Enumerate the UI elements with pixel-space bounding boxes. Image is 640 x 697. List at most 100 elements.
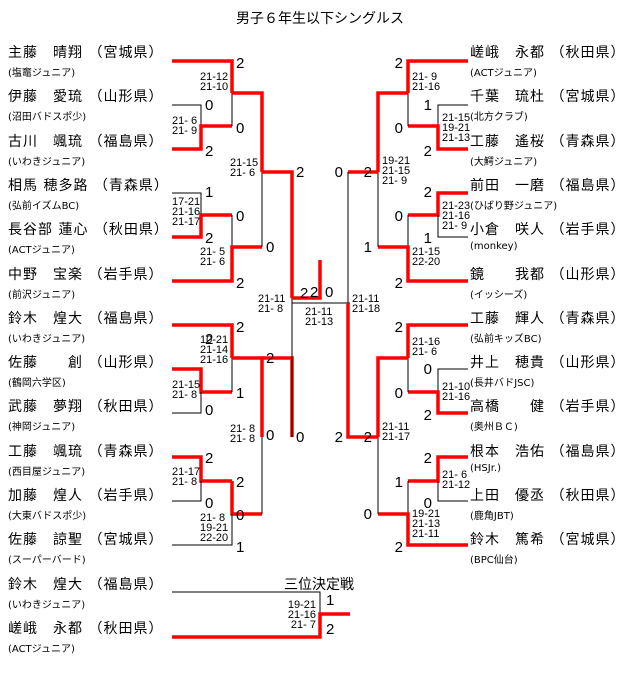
player-club: (HSJr.) (470, 462, 501, 474)
game-score: 0 (266, 239, 274, 256)
right-player-4: 前田 一磨 （福島県）(ひばり野ジュニア) (470, 175, 625, 212)
game-score: 1 (424, 97, 432, 114)
match-score: 21-16 (172, 206, 200, 218)
left-player-12: 佐藤 諒聖 （宮城県）(スーパーバード) (8, 529, 163, 566)
match-score: 21-10 (442, 381, 470, 393)
left-player-11: 加藤 煌人 （岩手県）(大東バドスポ少) (8, 485, 163, 522)
game-score: 2 (300, 285, 308, 302)
player-name: 小倉 咲人 （岩手県） (470, 222, 626, 239)
game-score: 0 (236, 120, 244, 137)
player-name: 伊藤 愛琉 （山形県） (8, 89, 164, 106)
match-score: 21-11 (382, 421, 409, 433)
match-score: 21-17 (382, 431, 410, 443)
match-score: 21- 5 (200, 246, 225, 258)
match-score: 19-21 (382, 155, 410, 167)
right-player-9: 高橋 健 （岩手県）(奥州ＢＣ) (470, 396, 625, 433)
game-score: 2 (424, 143, 432, 160)
winner-path (172, 455, 232, 483)
player-club: (いわきジュニア) (8, 600, 86, 611)
left-player-3: 古川 颯琉 （福島県）(いわきジュニア) (8, 131, 163, 168)
match-score: 21-16 (288, 609, 316, 621)
match-score: 17-21 (172, 196, 200, 208)
loser-path (172, 481, 202, 502)
winner-path (172, 59, 234, 93)
match-score: 21- 6 (442, 469, 467, 481)
right-player-10: 根本 浩佑 （福島県）(HSJr.) (470, 441, 625, 474)
loser-path (172, 392, 202, 414)
player-club: (弘前イズムBC) (8, 200, 80, 212)
player-club: (弘前キッズBC) (470, 333, 542, 345)
winner-path (376, 356, 408, 437)
match-score: 21- 8 (258, 303, 283, 315)
match-score: 21-15 (382, 165, 410, 177)
game-score: 0 (395, 120, 403, 137)
player-name: 相馬 穂多路 （青森県） (8, 177, 169, 194)
player-club: (ACTジュニア) (8, 245, 75, 257)
player-club: (塩竈ジュニア) (8, 68, 76, 79)
right-player-5: 小倉 咲人 （岩手県）(monkey) (470, 219, 625, 252)
left-player-1: 主藤 晴翔 （宮城県）(塩竈ジュニア) (8, 42, 163, 79)
game-score: 1 (205, 184, 213, 201)
game-score: 2 (205, 450, 213, 467)
loser-path (172, 104, 202, 126)
loser-path (172, 514, 233, 546)
right-player-7: 工藤 輝人 （青森県） (弘前キッズBC) (470, 308, 625, 345)
winner-path (378, 245, 468, 283)
match-score: 21-13 (412, 518, 440, 530)
match-score: 21- 9 (412, 71, 437, 83)
winner-path (408, 191, 468, 217)
player-club: (前沢ジュニア) (8, 289, 76, 301)
player-name: 鈴木 篤希 （宮城県） (470, 532, 626, 549)
player-club: (BPC仙台) (470, 555, 518, 567)
game-score: 0 (424, 361, 432, 378)
left-player-10: 工藤 颯琉 （青森県）(西目屋ジュニア) (8, 441, 163, 478)
match-score: 21-17 (172, 216, 200, 228)
right-player-8: 井上 穂貴 （山形県）(長井バドJSC) (470, 352, 625, 389)
match-score: 21-15 (172, 379, 200, 391)
match-score: 21-16 (442, 391, 470, 403)
left-player-8: 佐藤 創 （山形県）(鶴岡六学区) (8, 352, 163, 389)
game-score: 2 (395, 539, 403, 556)
player-name: 中野 宝楽 （岩手県） (8, 266, 164, 283)
game-score: 2 (205, 230, 213, 247)
right-player-2: 千葉 琉杜 （宮城県）(北方クラブ) (470, 86, 625, 123)
game-score: 1 (236, 539, 244, 556)
game-score: 2 (266, 350, 274, 367)
winner-path (172, 323, 234, 358)
left-player-6: 中野 宝楽 （岩手県） (前沢ジュニア) (8, 264, 163, 301)
player-club: (神岡ジュニア) (8, 422, 76, 434)
player-club: (いわきジュニア) (8, 156, 86, 168)
match-score: 21-15 (412, 246, 440, 258)
match-score: 21-16 (412, 81, 440, 93)
match-score: 21- 6 (172, 115, 197, 127)
match-score: 21-14 (200, 344, 228, 356)
final-match-score: 21-13 (305, 316, 333, 328)
game-score: 0 (296, 429, 304, 446)
final-score-right: 0 (325, 284, 333, 301)
match-score: 21- 6 (200, 256, 225, 268)
player-name: 高橋 健 （岩手県） (470, 399, 626, 416)
player-name: 井上 穂貴 （山形県） (470, 355, 626, 372)
player-name: 鏡 我都 （山形県） (470, 266, 626, 283)
game-score: 1 (395, 474, 403, 491)
game-score: 0 (236, 507, 244, 524)
game-score: 2 (205, 143, 213, 160)
match-score: 21-17 (172, 466, 200, 478)
left-player-5: 長谷部 蓮心 （秋田県）(ACTジュニア) (8, 219, 169, 256)
match-score: 19-21 (288, 599, 316, 611)
game-score: 1 (236, 385, 244, 402)
game-score: 2 (236, 319, 244, 336)
match-score: 21-12 (200, 71, 228, 83)
match-score: 21-23 (442, 200, 470, 212)
match-score: 10-21 (200, 334, 228, 346)
player-name: 嵯峨 永都 （秋田県） (470, 45, 626, 61)
winner-path (292, 260, 322, 300)
game-score: 0 (205, 97, 213, 114)
third-place-player-1: 鈴木 煌大 （福島県）(いわきジュニア) (8, 574, 163, 611)
player-club: (いわきジュニア) (8, 333, 86, 345)
player-name: 工藤 輝人 （青森県） (470, 310, 626, 327)
game-score: 2 (424, 450, 432, 467)
final-score-left: 2 (310, 284, 318, 301)
match-score: 21- 8 (230, 433, 255, 445)
game-score: 2 (296, 164, 304, 181)
